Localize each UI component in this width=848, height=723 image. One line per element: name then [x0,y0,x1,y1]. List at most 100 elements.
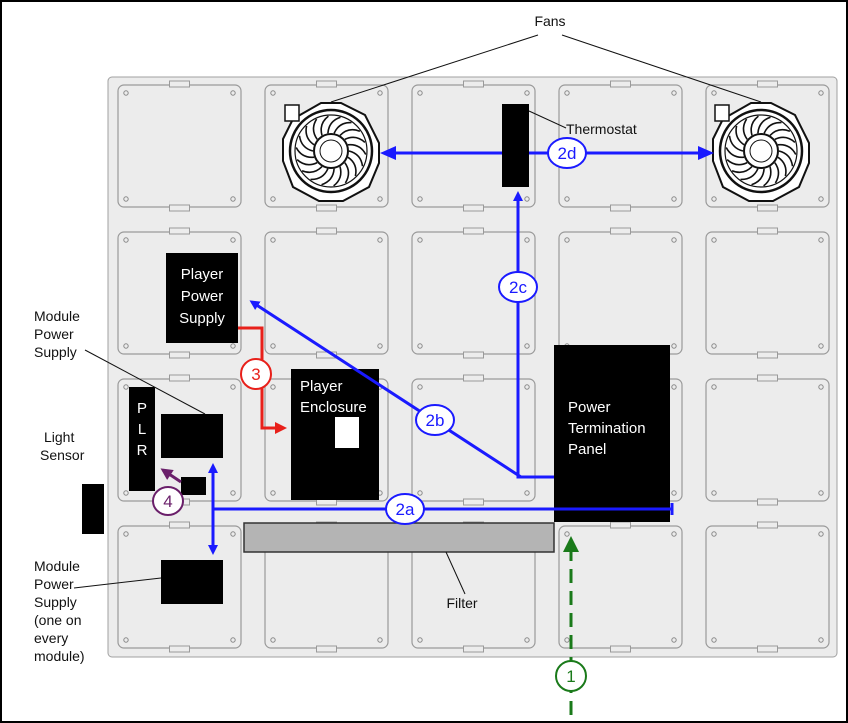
fans-label: Fans [534,13,565,29]
fan-blade [774,136,796,144]
module-tile-tab [463,645,484,653]
screw-hole [123,343,129,349]
light-sensor-label-line2: Sensor [40,447,85,463]
fan-blade [777,143,797,155]
screw-hole [564,637,570,643]
power-termination-panel-label-line2: Termination [568,420,646,437]
fan-blade [742,118,748,140]
filter-bar [243,522,555,553]
screw-hole [818,384,824,390]
module-tile-tab [757,374,778,382]
module-tile-tab [316,227,337,235]
svg-text:1: 1 [566,667,575,686]
screw-hole [711,531,717,537]
screw-hole [818,343,824,349]
module-power-supply-top-block [161,414,223,458]
screw-hole [818,637,824,643]
screw-hole [270,90,276,96]
screw-hole [417,90,423,96]
screw-hole [711,490,717,496]
fan-blade [312,118,318,140]
module-tile-tab [463,498,484,506]
player-power-supply-block [166,253,238,343]
module-power-supply-bottom-label-line6: module) [34,648,85,664]
screw-hole [417,637,423,643]
screw-hole [123,237,129,243]
badge-3: 3 [240,358,272,390]
power-termination-panel-label-line1: Power [568,399,611,416]
screw-hole [711,90,717,96]
fan-blade [296,158,318,166]
fan-blade [735,125,745,146]
player-enclosure-label-line1: Player [300,378,343,395]
fan-blade [731,166,753,174]
screw-hole [377,343,383,349]
badge-4: 4 [152,486,184,516]
badge-1: 1 [555,660,587,692]
fan-blade [348,150,364,167]
screw-hole [230,531,236,537]
module-power-supply-bottom-label-line3: Supply [34,594,77,610]
module-power-supply-bottom-label-line5: every [34,630,68,646]
screw-hole [818,531,824,537]
module-tile-tab [169,227,190,235]
screw-hole [711,384,717,390]
module-power-supply-top-label-line1: Module [34,308,80,324]
screw-hole [230,384,236,390]
fan-blade [763,121,782,134]
module-tile-tab [463,374,484,382]
plr-block [129,387,155,491]
module-tile-tab [169,521,190,529]
screw-hole [818,90,824,96]
module-tile-tab [757,645,778,653]
module-tile-tab [463,80,484,88]
fan-blade [333,121,352,134]
module-tile-tab [757,204,778,212]
screw-hole [123,90,129,96]
light-sensor-block [82,484,104,534]
screw-hole [230,237,236,243]
thermostat-block [502,104,529,187]
svg-text:4: 4 [163,492,172,511]
screw-hole [671,531,677,537]
fan-blade [347,156,357,177]
screw-hole [711,343,717,349]
module-tile-tab [757,498,778,506]
screw-hole [230,90,236,96]
screw-hole [270,237,276,243]
module-tile [264,231,389,355]
screw-hole [270,637,276,643]
screw-hole [417,490,423,496]
screw-hole [524,384,530,390]
fan-blade [725,147,745,159]
fan-blade [327,116,341,134]
plr-label-p: P [137,400,147,417]
badge-2a: 2a [385,493,425,525]
screw-hole [671,237,677,243]
plr-label-r: R [137,442,148,459]
screw-hole [417,343,423,349]
fan-left-icon [282,102,380,202]
fans-leader-right [561,34,762,103]
plr-label-l: L [138,421,146,438]
svg-text:2b: 2b [426,411,445,430]
screw-hole [230,490,236,496]
screw-hole [671,343,677,349]
module-power-supply-top-label-line3: Supply [34,344,77,360]
fan-blade [344,162,350,184]
module-power-supply-bottom-block [161,560,223,604]
fan-blade [728,135,744,152]
arrow-2b [249,300,554,479]
module-power-supply-top-label-line2: Power [34,326,74,342]
module-tile [705,525,830,649]
power-termination-panel-label-line3: Panel [568,441,606,458]
screw-hole [377,237,383,243]
fan-blade [310,168,329,181]
svg-text:2d: 2d [558,144,577,163]
screw-hole [123,531,129,537]
screw-hole [524,237,530,243]
badge-2d: 2d [547,137,587,169]
badge-2b: 2b [415,404,455,436]
